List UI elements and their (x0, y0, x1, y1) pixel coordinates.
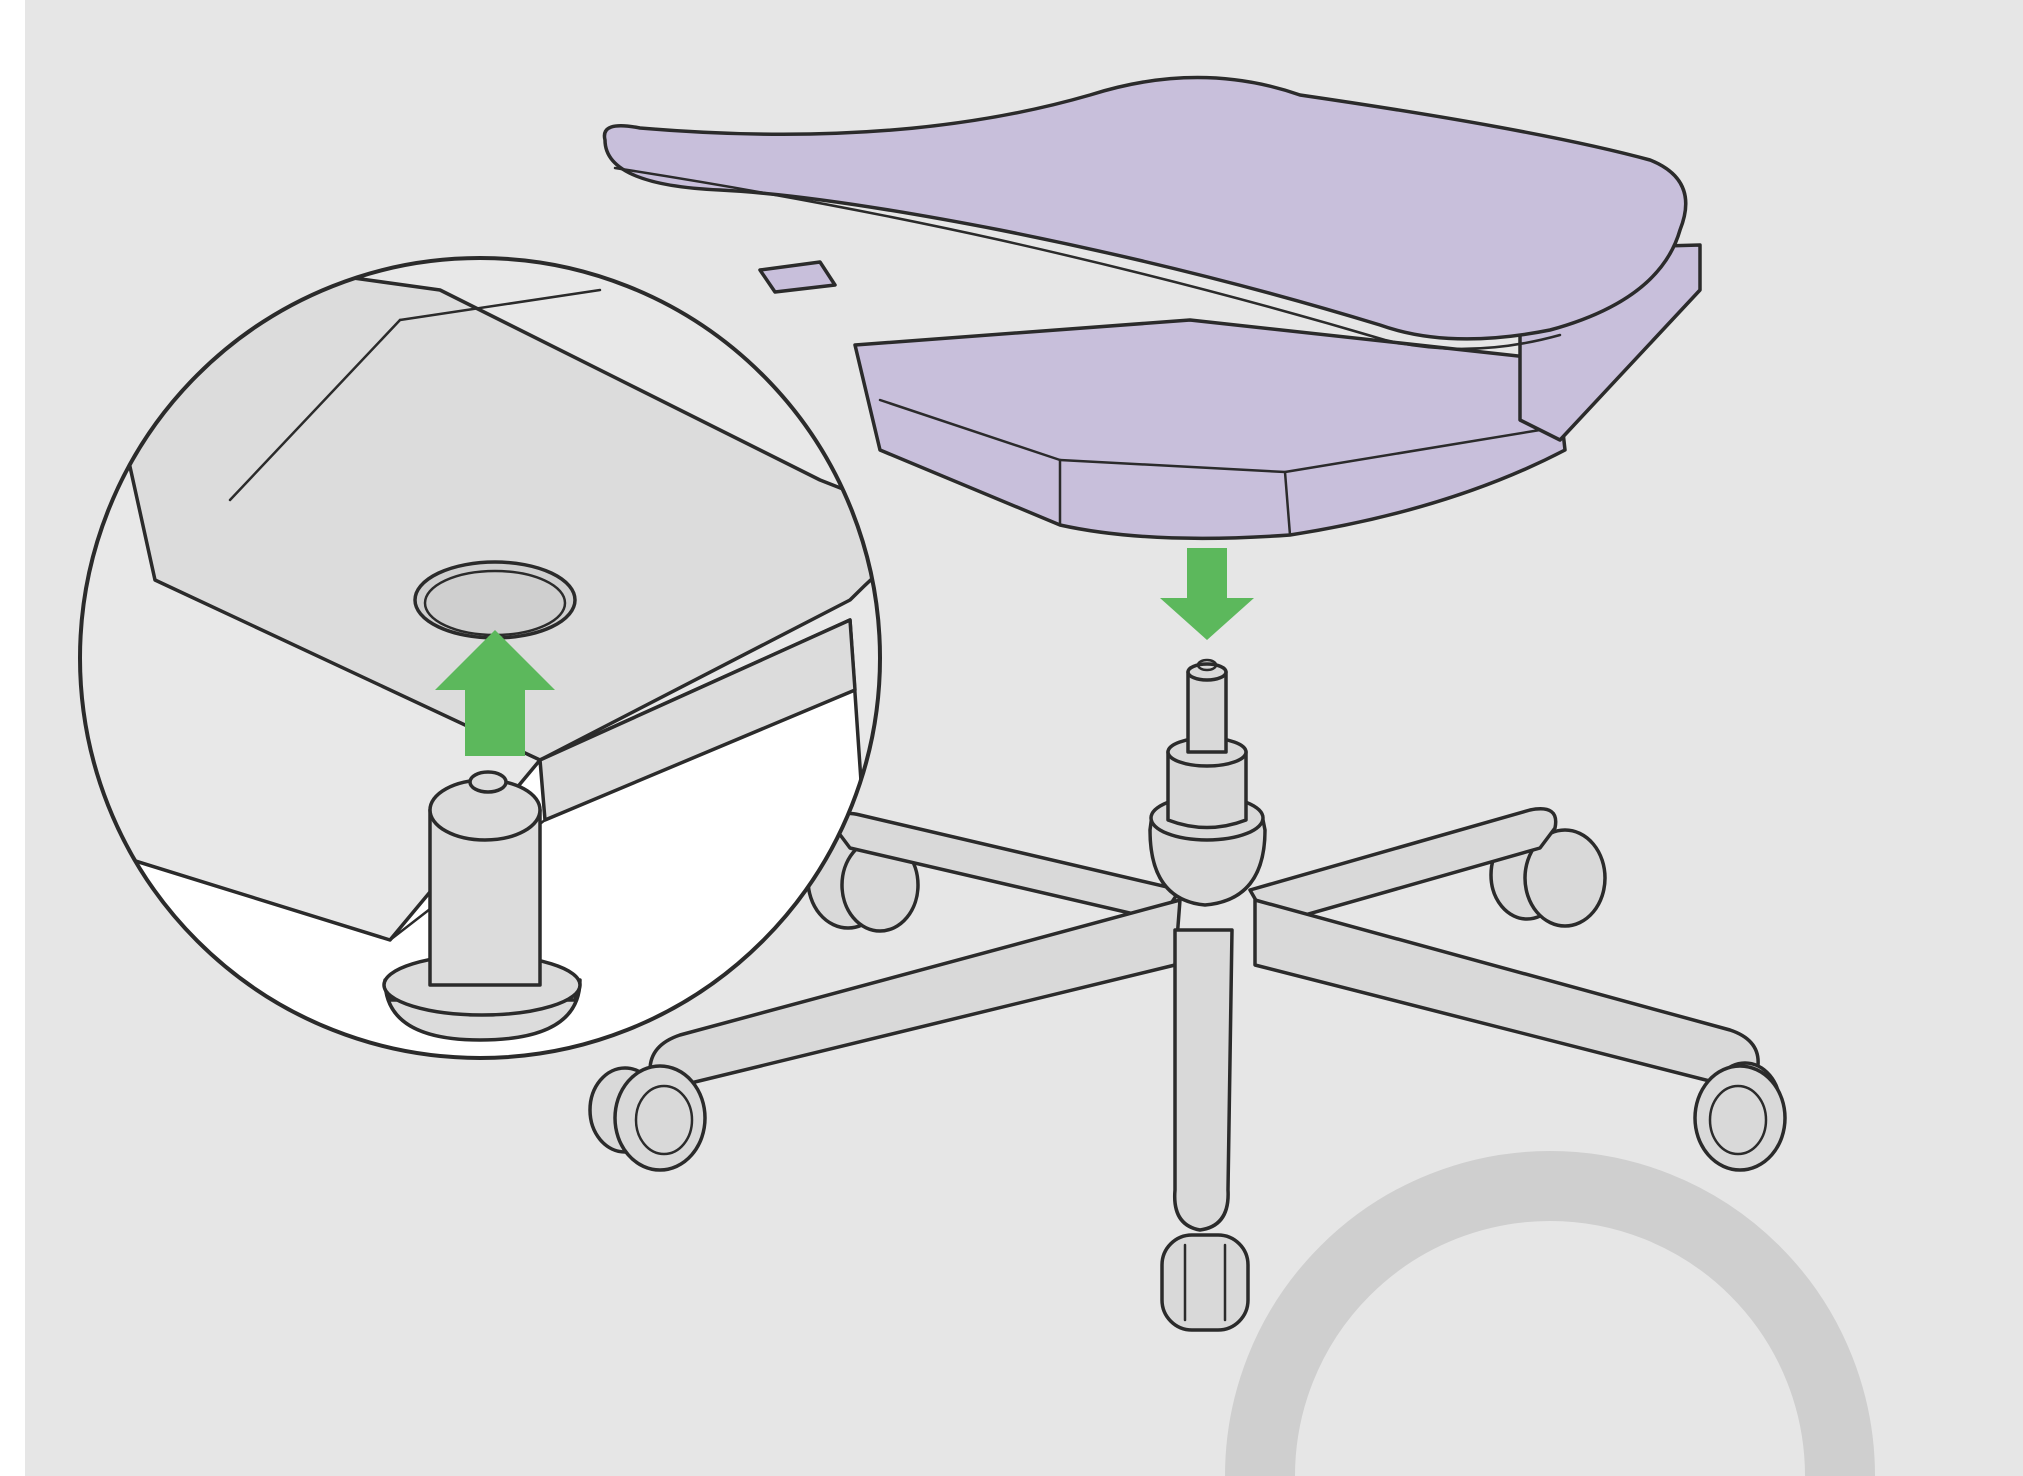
caster-front-right (1695, 1063, 1785, 1170)
caster-front-center (1162, 1235, 1248, 1330)
leg-front-center (1175, 930, 1232, 1230)
